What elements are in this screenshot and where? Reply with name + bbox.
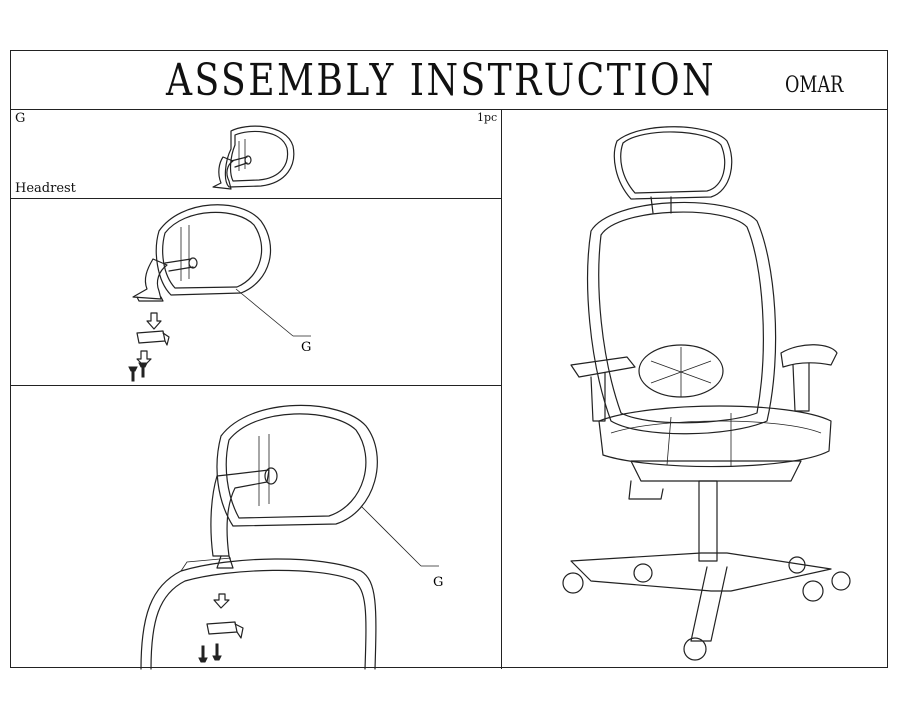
step2-diagram: G <box>140 404 443 670</box>
bracket-icon <box>206 621 244 639</box>
divider-steps <box>11 385 501 386</box>
headrest-icon <box>216 404 378 527</box>
callout-g: G <box>301 340 311 355</box>
part-quantity: 1pc <box>477 111 498 124</box>
part-name: Headrest <box>15 181 76 196</box>
divider-parts <box>11 198 501 199</box>
chair-backrest <box>140 557 377 670</box>
part-letter: G <box>15 111 26 126</box>
vertical-divider <box>501 109 502 669</box>
arrow-up-icon <box>213 593 230 609</box>
arrow-down-icon <box>146 312 162 330</box>
title-row: ASSEMBLY INSTRUCTION OMAR <box>11 51 887 110</box>
screw-icon <box>128 362 148 382</box>
headrest-bracket <box>210 467 278 569</box>
page-title: ASSEMBLY INSTRUCTION <box>166 55 717 106</box>
bracket-icon <box>136 330 170 346</box>
model-name: OMAR <box>785 73 844 98</box>
headrest-icon <box>132 204 271 302</box>
step1-diagram: G <box>128 204 311 382</box>
instruction-sheet: ASSEMBLY INSTRUCTION OMAR G 1pc Headrest… <box>10 50 888 670</box>
callout-g: G <box>433 575 443 590</box>
headrest-icon <box>212 125 295 190</box>
screw-icon <box>198 643 222 663</box>
office-chair-icon <box>562 126 851 661</box>
